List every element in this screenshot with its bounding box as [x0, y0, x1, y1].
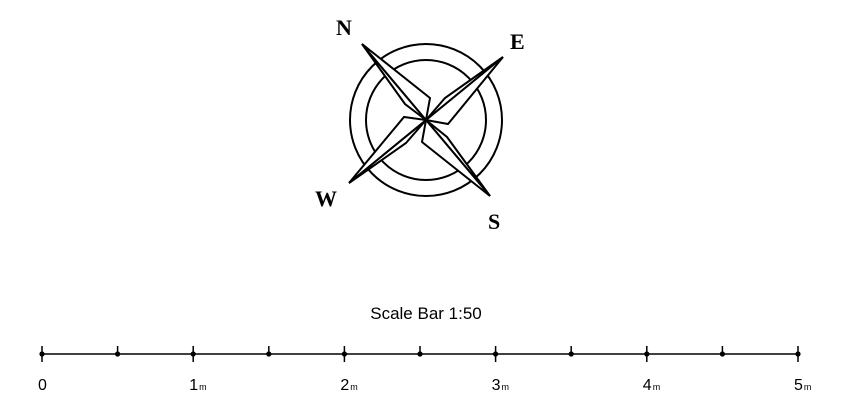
compass-point-east-side: [423, 56, 504, 126]
compass-rose: N E W S: [315, 15, 525, 234]
compass-outer-ring: [349, 43, 503, 197]
scale-tick-label: 4m: [643, 377, 660, 394]
scale-tick-dot: [341, 351, 347, 357]
compass-label-west: W: [315, 186, 337, 211]
compass-point-south-side: [420, 117, 491, 197]
scale-tick-dot: [266, 351, 272, 357]
scale-tick-dot: [795, 351, 801, 357]
scale-tick-label: 0: [38, 377, 47, 394]
scale-tick-dot: [493, 351, 499, 357]
scale-bar: 0 1m 2m 3m 4m 5m: [38, 346, 811, 394]
compass-label-south: S: [488, 209, 500, 234]
compass-point-west-side: [348, 115, 429, 184]
scale-tick-label: 5m: [794, 377, 811, 394]
scale-tick-dot: [719, 351, 726, 357]
compass-point-north-side: [361, 43, 432, 123]
scale-tick-dot: [568, 351, 574, 357]
scale-tick-dot: [39, 351, 45, 357]
scale-tick-label: 3m: [492, 377, 509, 394]
scale-tick-dot: [190, 351, 196, 357]
scale-tick-label: 1m: [189, 377, 206, 394]
scale-tick-dot: [644, 351, 650, 357]
compass-label-east: E: [510, 29, 525, 54]
scale-tick-label: 2m: [340, 377, 357, 394]
scale-tick-dot: [417, 351, 423, 357]
scale-tick-dot: [115, 351, 121, 357]
scale-bar-title: Scale Bar 1:50: [370, 304, 482, 323]
compass-inner-ring: [365, 59, 487, 181]
compass-label-north: N: [336, 15, 352, 40]
